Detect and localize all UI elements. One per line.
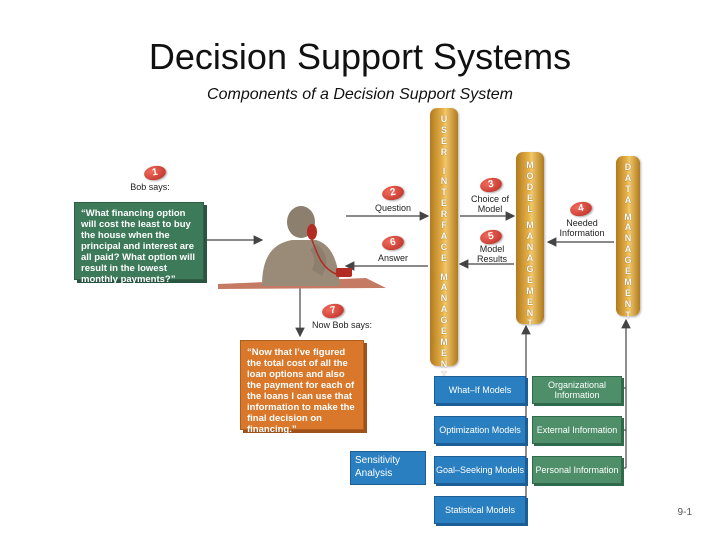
pillar-letter: T xyxy=(527,318,533,329)
model-box-goal-seeking: Goal–Seeking Models xyxy=(434,456,526,484)
pillar-letter: M xyxy=(624,276,632,287)
pillar-letter: N xyxy=(440,176,448,187)
pillar-letter: A xyxy=(440,230,448,241)
pillar-letter: G xyxy=(440,315,448,326)
step-4-label: Needed Information xyxy=(559,218,605,238)
pillar-letter: T xyxy=(441,369,447,380)
pillar-letter: A xyxy=(440,282,448,293)
pillar-letter: E xyxy=(440,198,447,209)
pillar-letter: E xyxy=(440,326,447,337)
pillar-letter: M xyxy=(440,336,448,347)
pillar-letter: E xyxy=(440,252,447,263)
pillar-letter: A xyxy=(624,172,632,183)
person-on-phone-icon xyxy=(262,206,353,286)
pillar-letter: F xyxy=(441,220,447,231)
step-6-label: Answer xyxy=(377,253,408,263)
model-box-optimization: Optimization Models xyxy=(434,416,526,444)
pillar-letter: M xyxy=(526,285,534,296)
diagram-subtitle: Components of a Decision Support System xyxy=(207,86,513,103)
pillar-letter: M xyxy=(526,160,534,170)
pillar-letter: M xyxy=(440,271,448,282)
pillar-letter: U xyxy=(440,114,448,124)
info-box-external: External Information xyxy=(532,416,622,444)
pillar-letter: T xyxy=(441,187,447,198)
pillar-letter: C xyxy=(440,241,448,252)
pillar-letter: N xyxy=(624,233,632,244)
step-7-label: Now Bob says: xyxy=(311,320,373,330)
pillar-letter: A xyxy=(440,304,448,315)
pillar-letter: G xyxy=(624,255,632,266)
pillar-letter: O xyxy=(526,170,534,181)
bob-answer-box: “Now that I’ve figured the total cost of… xyxy=(240,340,364,435)
pillar-letter: R xyxy=(440,146,448,157)
pillar-letter: E xyxy=(526,274,533,285)
model-box-statistical: Statistical Models xyxy=(434,496,526,524)
pillar-letter: N xyxy=(440,293,448,304)
pillar-letter: E xyxy=(624,287,631,298)
pillar-letter: A xyxy=(624,194,632,205)
model-box-what-if: What–If Models xyxy=(434,376,526,404)
sensitivity-analysis-box: Sensitivity Analysis xyxy=(350,451,426,485)
step-1-label: Bob says: xyxy=(130,182,170,192)
pillar-letter: E xyxy=(526,192,533,203)
pillar-letter: E xyxy=(440,135,447,146)
pillar-letter: A xyxy=(624,244,632,255)
pillar-letter: L xyxy=(527,203,533,214)
pillar-letter: I xyxy=(442,165,446,176)
bob-question-box: “What financing option will cost the lea… xyxy=(74,202,204,285)
step-5-label: Model Results xyxy=(476,244,507,264)
pillar-letter: N xyxy=(624,298,632,309)
pillar-letter: A xyxy=(526,253,534,264)
info-box-personal: Personal Information xyxy=(532,456,622,484)
pillar-letter: T xyxy=(625,183,631,194)
pillar-letter: M xyxy=(526,220,534,231)
step-2-label: Question xyxy=(374,203,412,213)
pillar-letter: E xyxy=(624,266,631,277)
pillar-letter: S xyxy=(440,124,447,135)
step-3-label: Choice of Model xyxy=(470,194,510,214)
pillar-letter: D xyxy=(624,162,632,172)
pillar-letter: N xyxy=(526,242,534,253)
pillar-letter: T xyxy=(625,309,631,320)
pillar-letter: A xyxy=(526,231,534,242)
pillar-letter: N xyxy=(526,307,534,318)
pillar-letter: D xyxy=(526,181,534,192)
pillar-letter: E xyxy=(440,347,447,358)
info-box-organizational: Organizational Information xyxy=(532,376,622,404)
pillar-letter: G xyxy=(526,264,534,275)
pillar-letter: R xyxy=(440,209,448,220)
pillar-letter: N xyxy=(440,358,448,369)
pillar-letter: M xyxy=(624,211,632,222)
page-number: 9-1 xyxy=(677,507,692,518)
page-title: Decision Support Systems xyxy=(148,36,572,77)
pillar-letter: E xyxy=(526,296,533,307)
pillar-letter: A xyxy=(624,222,632,233)
